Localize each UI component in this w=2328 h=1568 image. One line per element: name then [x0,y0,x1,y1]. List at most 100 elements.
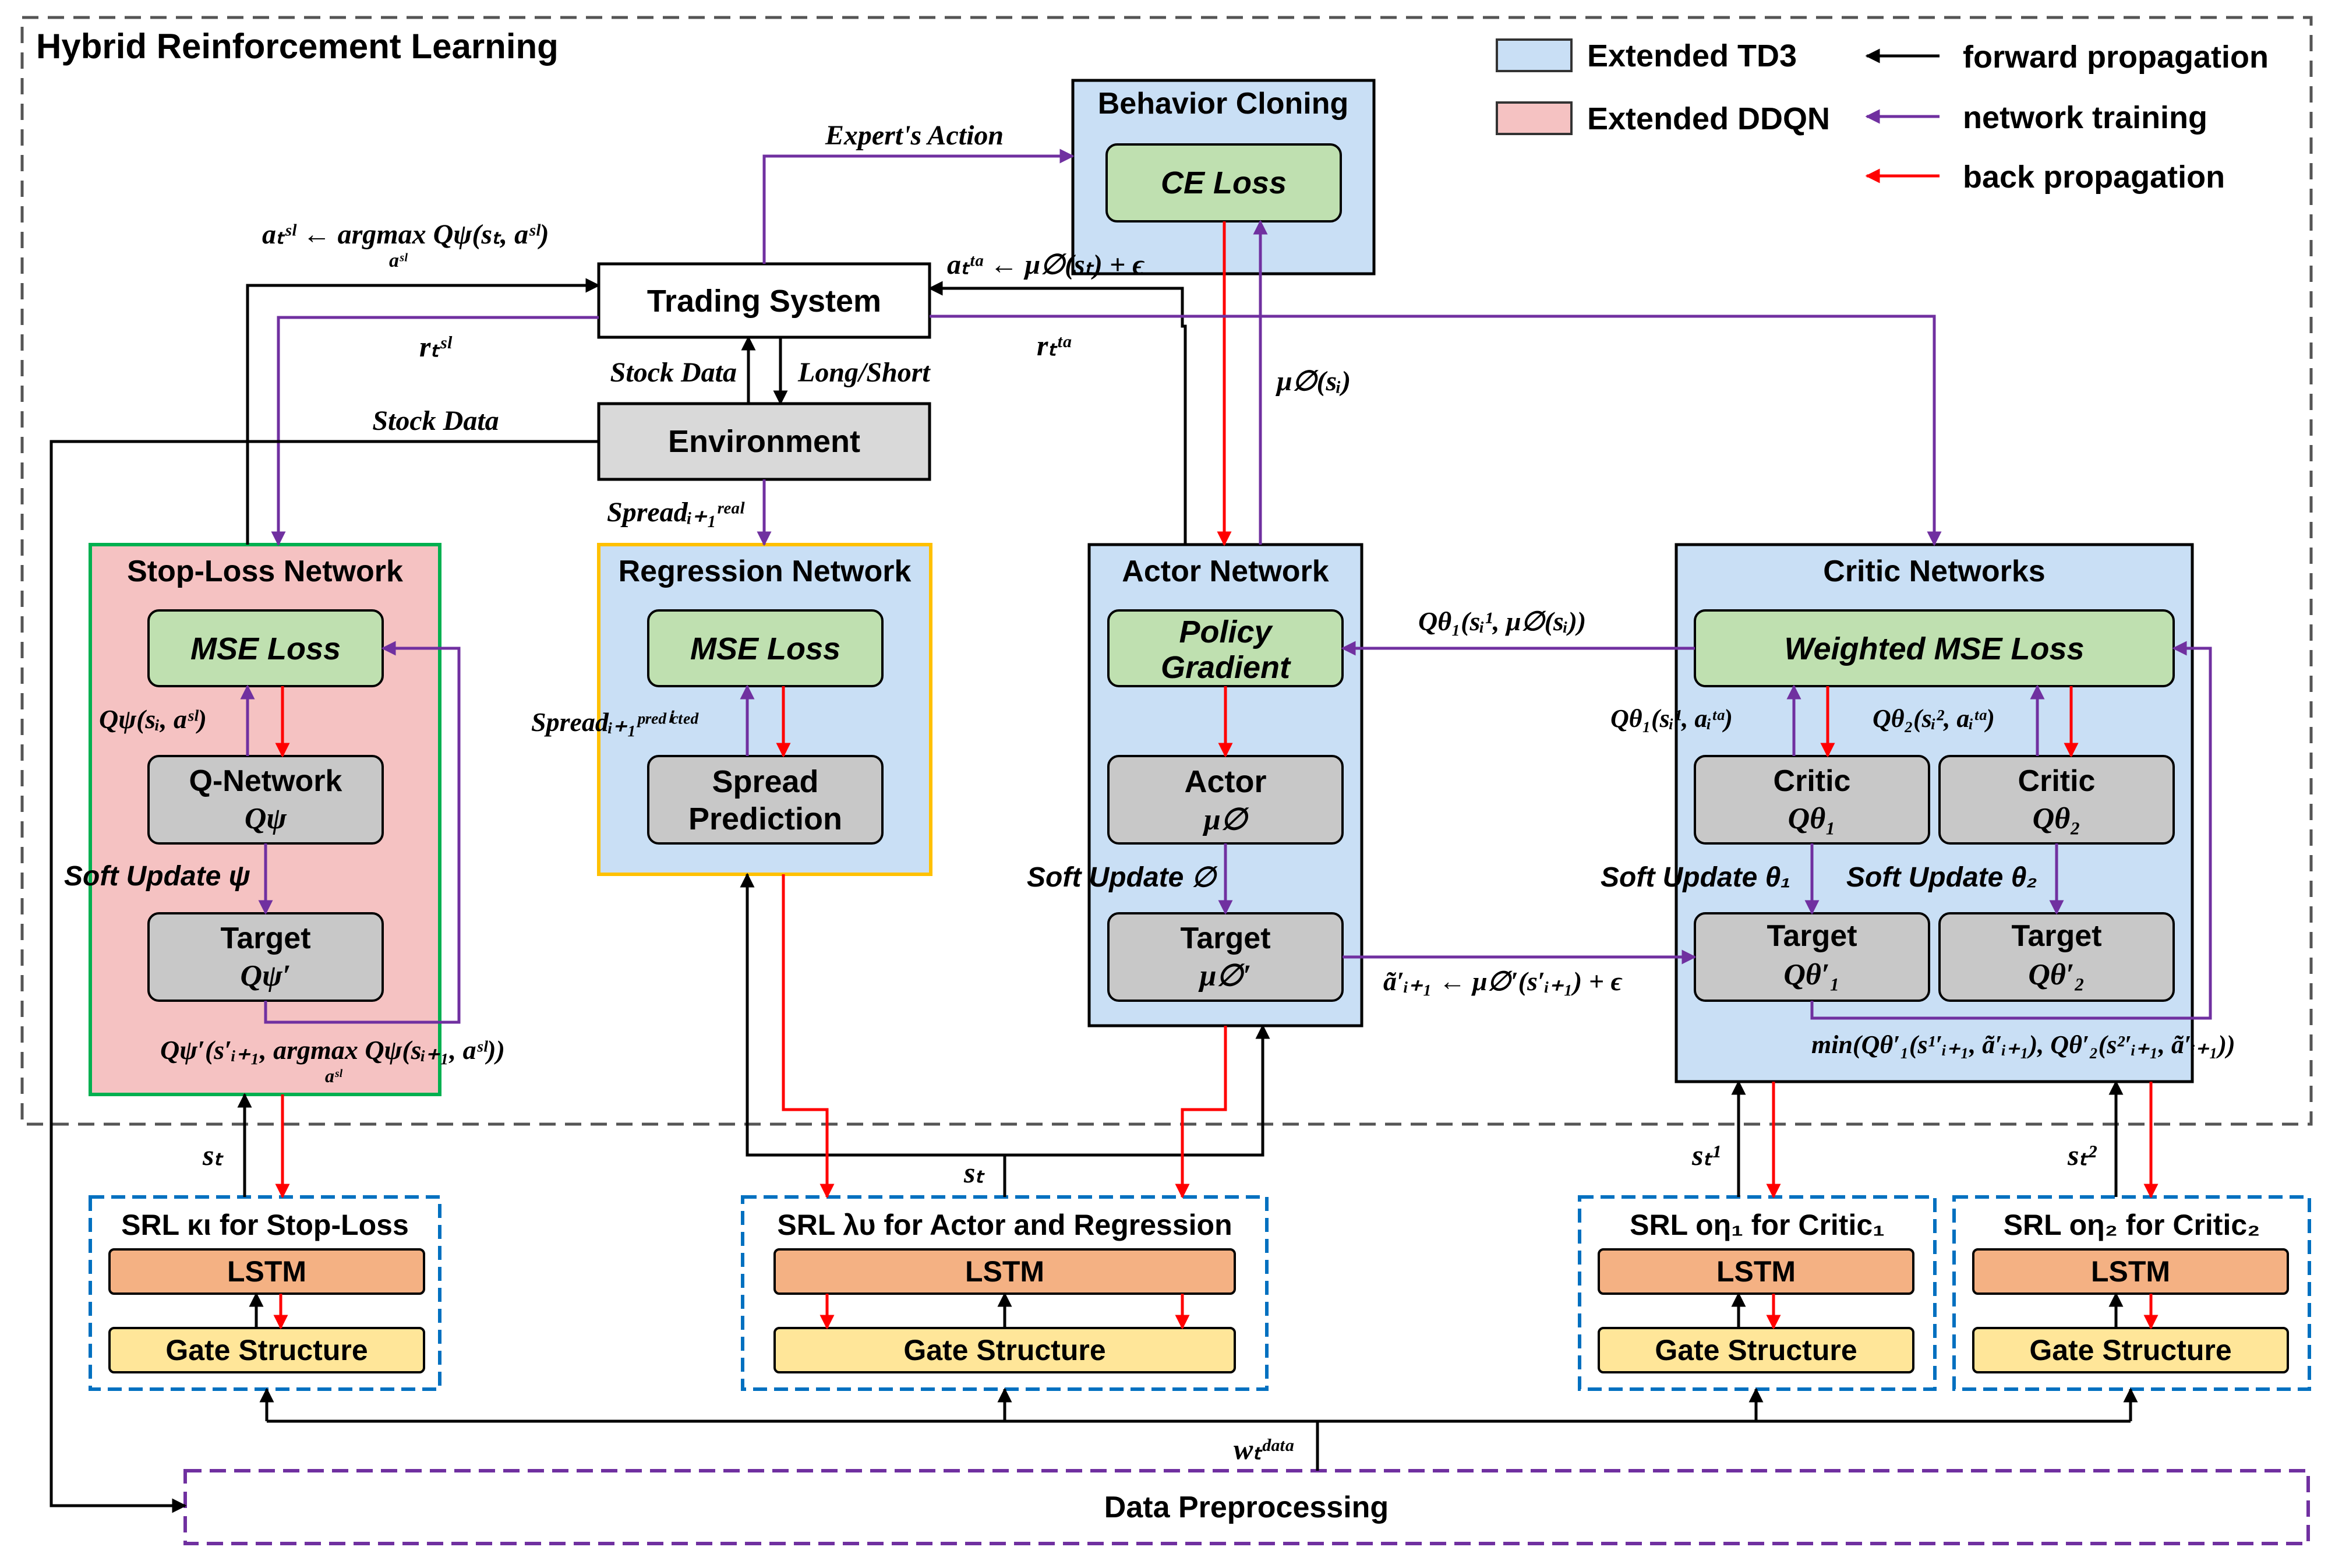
label-w-data: wₜᵈᵃᵗᵃ [1234,1433,1294,1465]
legend-td3-label: Extended TD3 [1587,38,1797,73]
sl-target-symbol: Qψ′ [241,959,291,993]
label-r-ta: rₜᵗᵃ [1037,329,1072,362]
legend-forward-label: forward propagation [1963,40,2269,75]
environment-label: Environment [668,424,860,459]
spread-prediction-label-1: Spread [712,764,818,799]
srl-critic1-lstm-label: LSTM [1716,1255,1796,1288]
label-s-t-sl: sₜ [202,1139,224,1171]
actor-target-symbol: μ∅′ [1198,959,1252,993]
srl-critic1-title: SRL οη₁ for Critic₁ [1630,1209,1885,1241]
behavior-cloning-title: Behavior Cloning [1098,87,1348,121]
sl-target-label: Target [220,921,310,955]
label-q-theta2: Qθ₂(sᵢ², aᵢᵗᵃ) [1873,704,1995,733]
legend-ddqn-label: Extended DDQN [1587,101,1830,136]
critic-networks-title: Critic Networks [1823,555,2045,588]
label-soft-update-phi: Soft Update ∅ [1027,862,1218,893]
critic2-label: Critic [2018,764,2096,798]
srl-critic2-gate [1972,1327,2289,1373]
actor-label: Actor [1184,764,1266,799]
weighted-mse-loss-label: Weighted MSE Loss [1784,631,2084,666]
srl-stop-loss-lstm [108,1248,425,1295]
label-a-ta: aₜᵗᵃ ← μ∅(sₜ) + ϵ [947,249,1144,280]
actor-target-label: Target [1180,921,1270,955]
reg-mse-loss-box [647,609,884,687]
q-network-symbol: Qψ [245,802,288,835]
legend: Extended TD3 Extended DDQN forward propa… [1496,38,2269,195]
critic1-label: Critic [1774,764,1851,798]
label-soft-update-psi: Soft Update ψ [64,861,250,892]
actor-symbol: μ∅ [1202,803,1249,836]
critic2-symbol: Qθ₂ [2033,802,2081,835]
srl-stop-loss-gate [108,1327,425,1373]
critic1-symbol: Qθ₁ [1788,802,1836,835]
srl-actor-reg-lstm-label: LSTM [965,1255,1044,1288]
srl-actor-reg-title: SRL λυ for Actor and Regression [777,1209,1232,1241]
label-s-t-reg: sₜ [963,1156,985,1189]
label-soft-update-theta2: Soft Update θ₂ [1846,862,2037,893]
srl-critic2-lstm-label: LSTM [2091,1255,2170,1288]
edge-srl-ar-back-actor [1175,1026,1227,1199]
edge-a-sl [246,278,600,545]
label-stock-data-2: Stock Data [372,405,499,436]
label-q-psi: Qψ(sᵢ, aˢˡ) [99,704,207,734]
label-spread-predicted: Spreadᵢ₊₁ᵖʳᵉᵈⁱᶜᵗᵉᵈ [531,707,699,737]
srl-critic1-lstm [1598,1248,1914,1295]
data-preprocessing-label: Data Preprocessing [1104,1491,1389,1524]
label-q-psi-target-sub: aˢˡ [325,1065,343,1086]
hybrid-rl-frame [20,16,2313,1126]
label-a-sl: aₜˢˡ ← argmax Qψ(sₜ, aˢˡ) [262,219,549,250]
edge-r-ta [930,315,1942,546]
legend-td3-swatch [1496,38,1573,72]
policy-gradient-label-2: Gradient [1161,650,1291,685]
label-a-tilde: ã′ᵢ₊₁ ← μ∅′(s′ᵢ₊₁) + ϵ [1383,966,1622,996]
srl-stop-loss-title: SRL κι for Stop-Loss [121,1209,409,1241]
spread-prediction-box [647,755,884,845]
srl-actor-reg-gate-label: Gate Structure [903,1334,1105,1366]
label-s-t-1: sₜ¹ [1691,1139,1721,1171]
data-preprocessing-box [183,1469,2310,1545]
reg-mse-loss-label: MSE Loss [690,631,840,666]
label-long-short: Long/Short [797,357,931,388]
edge-srl-ar-forward [740,873,1006,1197]
label-spread-real: Spreadᵢ₊₁ʳᵉᵃˡ [607,497,745,528]
trading-system-box [597,262,931,339]
edge-sl-target-loop [264,641,461,1024]
critic-target1-label: Target [1767,919,1857,953]
trading-system-label: Trading System [647,284,881,319]
label-experts-action: Expert's Action [825,120,1004,151]
srl-critic1-gate-label: Gate Structure [1655,1334,1857,1366]
label-r-sl: rₜˢˡ [419,330,453,363]
srl-critic2-lstm [1972,1248,2289,1295]
q-network-label: Q-Network [189,764,342,798]
legend-training-label: network training [1963,100,2207,135]
environment-box [597,402,931,481]
srl-critic2-gate-label: Gate Structure [2029,1334,2231,1366]
edge-stock-data-left [50,440,599,1513]
regression-network-title: Regression Network [619,555,912,588]
edge-r-sl [271,316,599,546]
legend-back-label: back propagation [1963,160,2225,195]
legend-ddqn-swatch [1496,101,1573,135]
label-q-psi-target: Qψ′(s′ᵢ₊₁, argmax Qψ(sᵢ₊₁, aˢˡ)) [160,1035,505,1065]
edge-srl-ar-back-reg [782,874,835,1199]
critic-target2-symbol: Qθ′₂ [2028,958,2085,991]
stop-loss-network-title: Stop-Loss Network [127,555,403,588]
edge-a-ta [928,281,1187,545]
label-s-t-2: sₜ² [2067,1139,2097,1171]
srl-stop-loss-gate-label: Gate Structure [165,1334,368,1366]
diagram-title: Hybrid Reinforcement Learning [36,27,559,66]
sl-mse-loss-label: MSE Loss [190,631,341,666]
ce-loss-label: CE Loss [1161,165,1287,200]
spread-prediction-label-2: Prediction [688,801,842,836]
policy-gradient-label-1: Policy [1179,615,1273,649]
label-a-sl-sub: aˢˡ [389,250,408,271]
edge-expert-action [762,149,1075,264]
label-stock-data-1: Stock Data [610,357,737,388]
srl-stop-loss-lstm-label: LSTM [227,1255,306,1288]
srl-critic2-title: SRL οη₂ for Critic₂ [2004,1209,2260,1241]
label-min-q: min(Qθ′₁(s¹′ᵢ₊₁, ã′ᵢ₊₁), Qθ′₂(s²′ᵢ₊₁, ã′… [1811,1030,2235,1059]
label-q-theta1: Qθ₁(sᵢ¹, aᵢᵗᵃ) [1610,704,1733,733]
critic-target1-symbol: Qθ′₁ [1783,958,1840,991]
edge-critic-target-loop [1810,641,2212,1020]
